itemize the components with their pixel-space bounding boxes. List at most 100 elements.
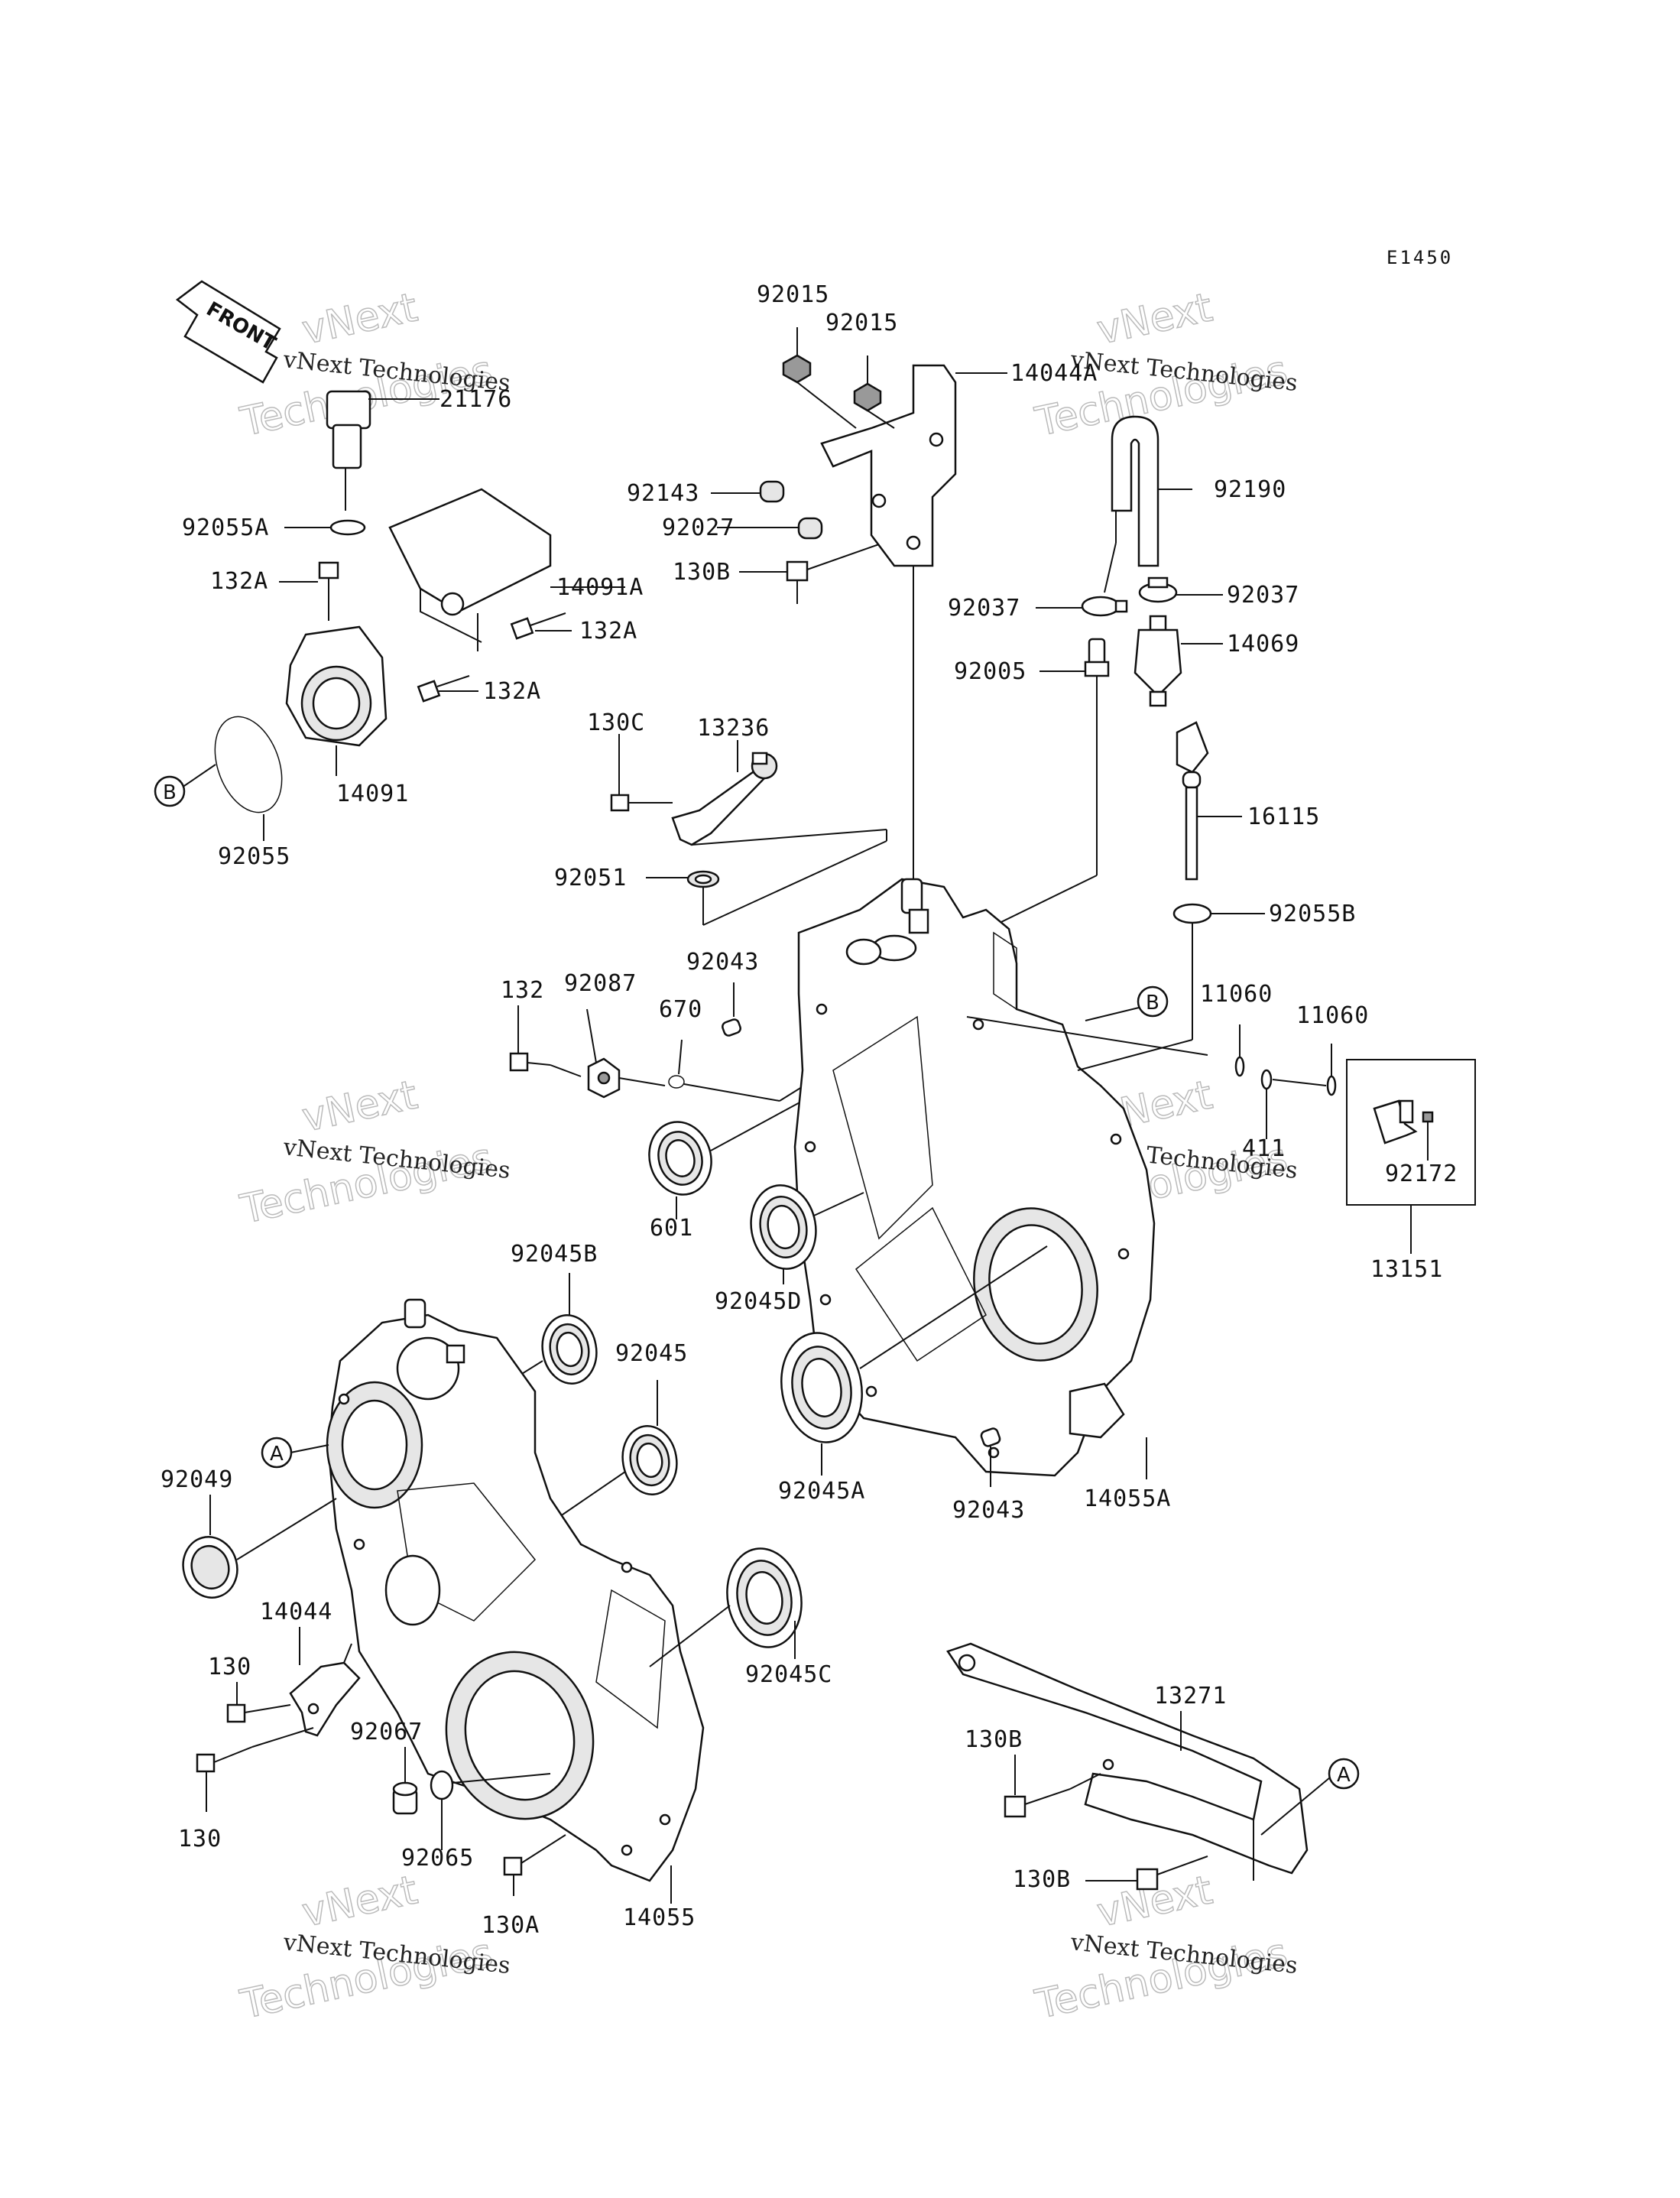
label-14091A: 14091A bbox=[556, 574, 644, 601]
nut-92015-left-part bbox=[782, 354, 812, 384]
hose-92190-part bbox=[1111, 415, 1159, 567]
svg-text:B: B bbox=[163, 781, 177, 804]
diagram-code: E1450 bbox=[1386, 247, 1453, 268]
label-92005: 92005 bbox=[954, 658, 1026, 685]
label-92049: 92049 bbox=[161, 1466, 233, 1493]
label-92045A: 92045A bbox=[778, 1478, 865, 1505]
pin-92043-top-part bbox=[722, 1018, 741, 1037]
label-132: 132 bbox=[501, 977, 544, 1004]
arm-13236-part bbox=[671, 752, 778, 846]
crankcase-14055A-part bbox=[793, 878, 1156, 1477]
label-92055: 92055 bbox=[218, 843, 290, 870]
svg-text:B: B bbox=[1146, 992, 1159, 1015]
cover-14091A-part bbox=[388, 488, 552, 643]
bolt-130-lower-part bbox=[196, 1746, 253, 1773]
label-92015-2: 92015 bbox=[825, 310, 898, 336]
label-92065: 92065 bbox=[401, 1845, 474, 1872]
clamp-92037-right-part bbox=[1138, 576, 1178, 603]
svg-text:A: A bbox=[270, 1443, 284, 1466]
label-14055: 14055 bbox=[623, 1904, 696, 1931]
watermark-bottom-right: vNext Technologies vNext Technologies bbox=[1031, 1867, 1299, 2029]
bolt-132A-low-part bbox=[417, 675, 470, 703]
sensor-92087-part bbox=[587, 1057, 621, 1099]
label-92045C: 92045C bbox=[745, 1661, 832, 1688]
callout-a-left: A bbox=[261, 1437, 293, 1469]
svg-text:vNext: vNext bbox=[1093, 284, 1216, 353]
crankcase-14055-part bbox=[326, 1298, 705, 1882]
bearing-601-part bbox=[648, 1121, 712, 1196]
label-11060-2: 11060 bbox=[1296, 1002, 1369, 1029]
label-14069: 14069 bbox=[1227, 631, 1299, 657]
bolt-130B-top-part bbox=[786, 560, 809, 604]
svg-text:vNext: vNext bbox=[298, 284, 421, 353]
label-92037-right: 92037 bbox=[1227, 582, 1299, 609]
label-21176: 21176 bbox=[439, 386, 512, 413]
svg-text:vNext: vNext bbox=[298, 1072, 421, 1141]
svg-text:A: A bbox=[1337, 1764, 1351, 1787]
label-13151: 13151 bbox=[1370, 1256, 1443, 1283]
label-92087: 92087 bbox=[564, 970, 637, 997]
pin-92043-bottom-part bbox=[980, 1427, 1001, 1447]
label-411: 411 bbox=[1242, 1135, 1286, 1162]
label-92055B: 92055B bbox=[1269, 901, 1356, 927]
part-labels: 21176 92055A 132A 14091A 132A 132A 14091… bbox=[161, 281, 1458, 1939]
callout-a-right: A bbox=[1328, 1758, 1360, 1790]
callout-b-right: B bbox=[1137, 985, 1169, 1018]
label-92172: 92172 bbox=[1385, 1161, 1458, 1187]
plug-92067-part bbox=[392, 1781, 418, 1815]
label-92190: 92190 bbox=[1214, 476, 1286, 503]
spacer-92143-part bbox=[759, 480, 785, 503]
label-14091: 14091 bbox=[336, 781, 409, 807]
watermark-mid-left: vNext Technologies vNext Technologies bbox=[236, 1072, 512, 1234]
label-132A-3: 132A bbox=[483, 678, 541, 705]
bearing-92045-part bbox=[621, 1425, 678, 1495]
oring-92055-part bbox=[214, 716, 283, 813]
label-132A-1: 132A bbox=[210, 568, 268, 595]
label-670: 670 bbox=[659, 996, 702, 1023]
label-92051: 92051 bbox=[554, 865, 627, 891]
label-92055A: 92055A bbox=[182, 515, 269, 541]
label-601: 601 bbox=[650, 1215, 693, 1242]
washer-411-part bbox=[1260, 1069, 1273, 1090]
bearing-92045C-part bbox=[726, 1547, 803, 1648]
label-92045: 92045 bbox=[615, 1340, 688, 1367]
label-13271: 13271 bbox=[1154, 1683, 1227, 1709]
bolt-132A-left-part bbox=[318, 561, 339, 621]
label-92045B: 92045B bbox=[511, 1241, 598, 1268]
bolt-130A-part bbox=[503, 1834, 566, 1876]
label-92067: 92067 bbox=[350, 1719, 423, 1745]
bracket-14044-part bbox=[289, 1661, 361, 1737]
label-13236: 13236 bbox=[697, 715, 770, 742]
label-132A-2: 132A bbox=[579, 618, 637, 644]
label-130-2: 130 bbox=[178, 1826, 222, 1852]
label-14044A: 14044A bbox=[1010, 360, 1098, 387]
bolt-130-upper-part bbox=[226, 1703, 291, 1723]
label-130C: 130C bbox=[587, 709, 645, 736]
clamp-92037-left-part bbox=[1081, 596, 1128, 617]
fitting-92005-part bbox=[1084, 638, 1110, 677]
washer-92065-part bbox=[430, 1770, 454, 1800]
bolt-132-part bbox=[509, 1052, 551, 1072]
watermark-bottom-left: vNext Technologies vNext Technologies bbox=[236, 1867, 512, 2029]
label-14044: 14044 bbox=[260, 1599, 332, 1625]
seal-92049-part bbox=[182, 1536, 238, 1599]
label-92043-bottom: 92043 bbox=[952, 1497, 1025, 1524]
breather-14069-part bbox=[1134, 615, 1182, 707]
svg-text:vNext: vNext bbox=[298, 1867, 421, 1936]
dipstick-16115-part bbox=[1176, 721, 1209, 881]
label-92043-top: 92043 bbox=[686, 949, 759, 976]
bearing-92045B-part bbox=[541, 1314, 598, 1385]
label-130-1: 130 bbox=[208, 1654, 251, 1680]
label-92027: 92027 bbox=[662, 515, 735, 541]
label-92045D: 92045D bbox=[715, 1288, 802, 1315]
label-130B-top: 130B bbox=[673, 559, 731, 586]
label-92143: 92143 bbox=[627, 480, 699, 507]
bearing-92045A-part bbox=[780, 1332, 863, 1443]
label-130B-1: 130B bbox=[965, 1726, 1023, 1753]
gasket-13271-part bbox=[946, 1642, 1309, 1875]
front-arrow-icon: FRONT bbox=[175, 280, 281, 384]
washer-11060-right-part bbox=[1326, 1075, 1337, 1096]
label-11060-1: 11060 bbox=[1200, 981, 1273, 1008]
label-16115: 16115 bbox=[1247, 804, 1320, 830]
